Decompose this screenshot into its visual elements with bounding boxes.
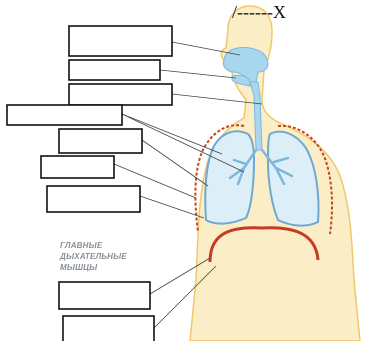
label-boxes (7, 26, 172, 341)
label-box-5[interactable] (59, 129, 142, 153)
main-respiratory-muscles-label: ГЛАВНЫЕ ДЫХАТЕЛЬНЫЕ МЫШЦЫ (60, 240, 170, 273)
muscle-label-line: МЫШЦЫ (60, 262, 170, 273)
label-box-9[interactable] (63, 316, 154, 341)
muscle-label-line: ГЛАВНЫЕ (60, 240, 170, 251)
label-box-8[interactable] (59, 282, 150, 309)
label-box-2[interactable] (69, 60, 160, 80)
label-box-3[interactable] (69, 84, 172, 105)
leader-line (140, 196, 204, 218)
label-box-4[interactable] (7, 105, 122, 125)
label-box-1[interactable] (69, 26, 172, 56)
handwritten-mark: /------X (232, 2, 286, 22)
muscle-label-line: ДЫХАТЕЛЬНЫЕ (60, 251, 170, 262)
leader-line (160, 70, 236, 78)
label-box-6[interactable] (41, 156, 114, 178)
label-box-7[interactable] (47, 186, 140, 212)
